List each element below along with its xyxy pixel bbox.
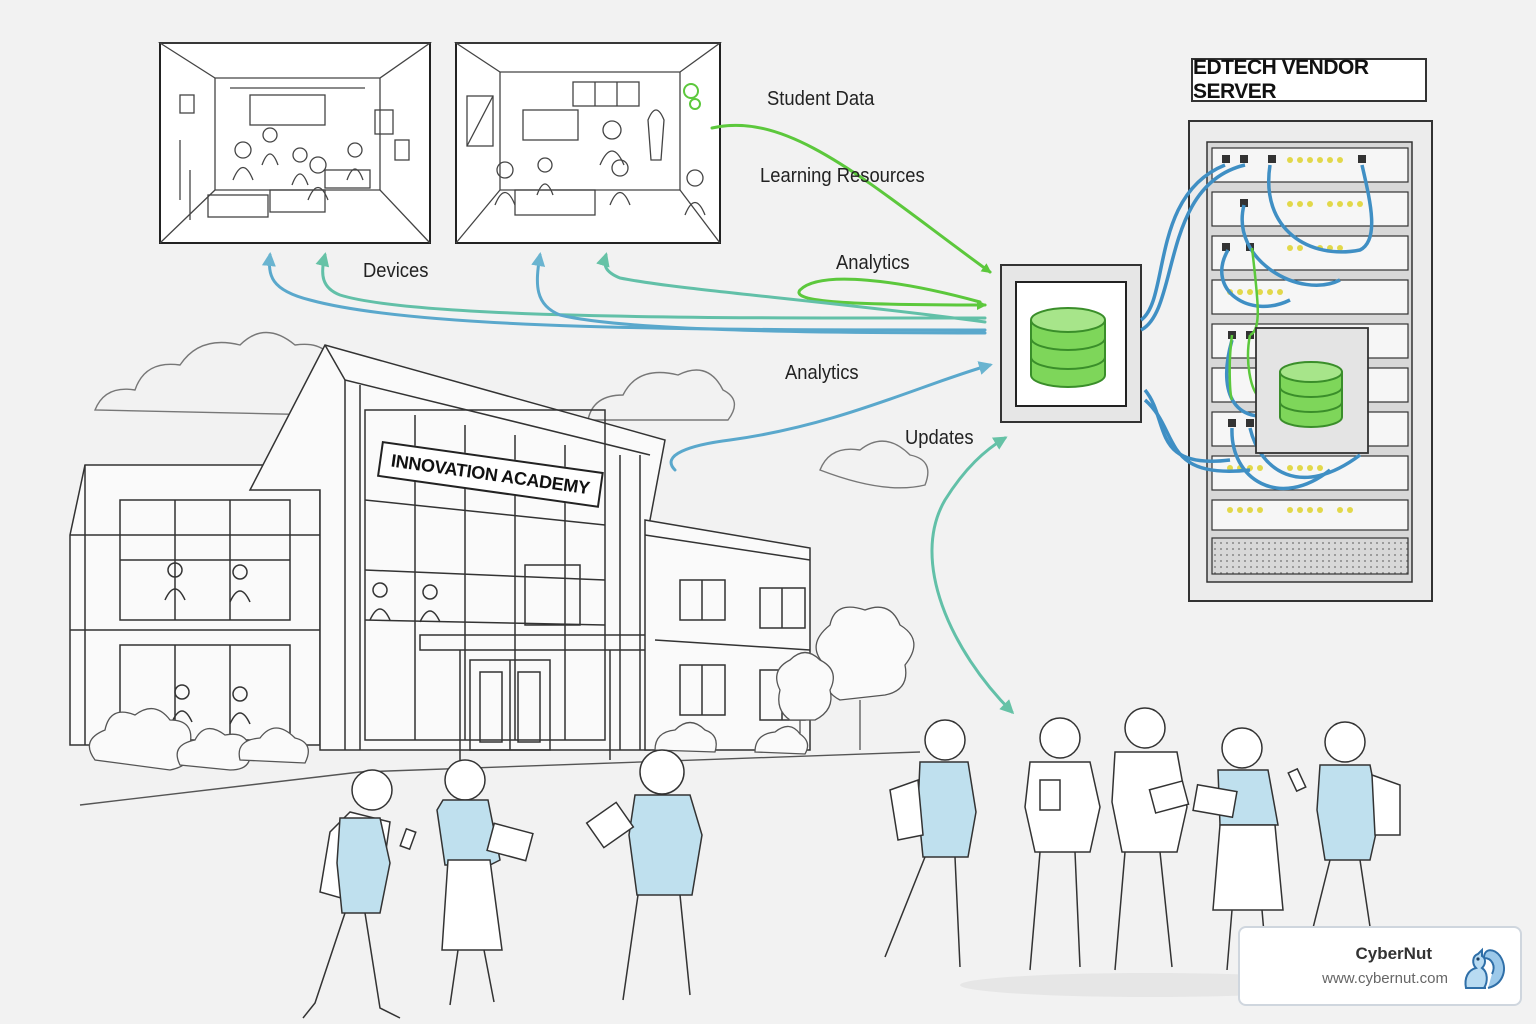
students-group-left [302,749,703,1019]
classroom-illustration-left [157,42,433,244]
label-updates: Updates [905,427,974,449]
label-learning-resources: Learning Resources [760,165,925,187]
student-figure [302,769,417,1019]
arrow-devices-teal-2 [596,252,987,324]
classroom-illustration-right [453,42,723,244]
brand-name: CyberNut [1355,944,1432,963]
arrow-analytics-bottom [669,361,993,472]
central-database-node [1000,264,1142,423]
database-icon [1030,307,1106,388]
brand-watermark: CyberNut www.cybernut.com [1238,926,1522,1006]
student-figure [436,759,534,1006]
database-icon-vendor [1279,361,1343,428]
student-figure [884,719,977,968]
vendor-server-rack [1139,120,1433,602]
student-figure [1111,707,1190,971]
vendor-server-sign: EDTECH VENDOR SERVER [1191,56,1427,103]
trees-and-bushes [88,606,915,771]
label-student-data: Student Data [767,88,875,110]
school-building [69,344,811,760]
vendor-database-node [1255,327,1369,454]
student-figure [1192,727,1284,971]
student-figure [585,749,703,1001]
ground-line [79,771,361,806]
arrow-devices-teal-1 [315,252,987,320]
network-cables [1139,163,1374,491]
squirrel-icon [1464,947,1505,989]
arrow-updates [930,436,1015,715]
brand-url: www.cybernut.com [1322,970,1448,987]
label-analytics-bottom: Analytics [785,362,859,384]
arrow-devices-blue-1 [261,252,987,332]
arrow-analytics-top [797,277,987,310]
label-analytics-top: Analytics [836,252,910,274]
students-group-right [884,707,1401,971]
arrow-student-data [710,123,992,274]
arrow-devices-blue-2 [531,252,987,335]
student-figure [1024,717,1101,971]
flow-arrows [261,123,1015,715]
label-devices: Devices [363,260,429,282]
student-figure [1287,721,1401,961]
